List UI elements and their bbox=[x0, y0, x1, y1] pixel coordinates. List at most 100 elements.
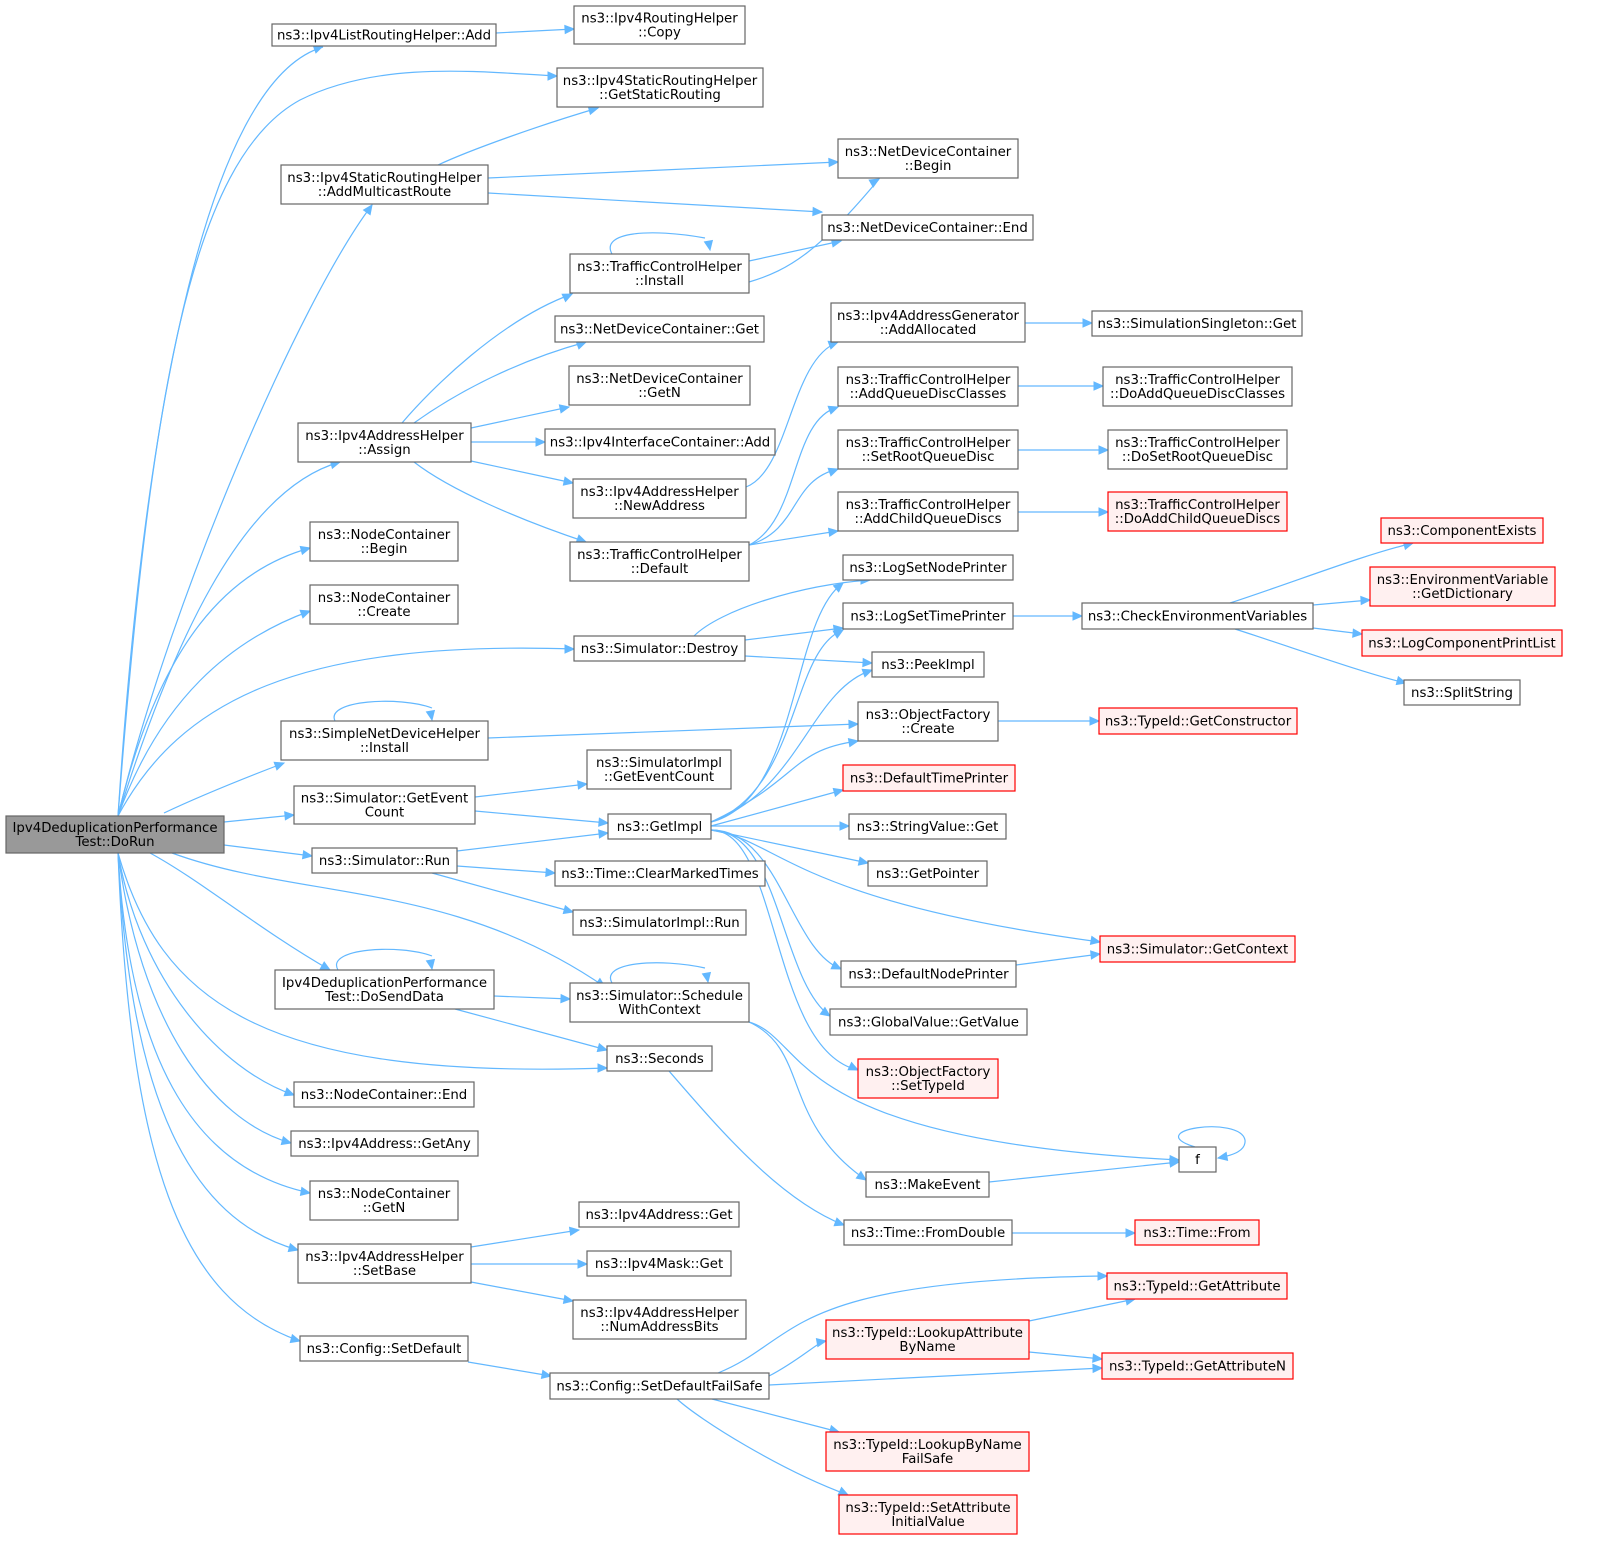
node-split-string[interactable]: ns3::SplitString bbox=[1403, 679, 1521, 706]
call-edge-line bbox=[487, 161, 839, 179]
node-mask-get[interactable]: ns3::Ipv4Mask::Get bbox=[586, 1250, 732, 1277]
node-of-settid[interactable]: ns3::ObjectFactory::SetTypeId bbox=[857, 1058, 999, 1099]
node-tid-getattrn[interactable]: ns3::TypeId::GetAttributeN bbox=[1101, 1352, 1294, 1380]
call-edge-arrowhead bbox=[577, 780, 589, 790]
node-box bbox=[549, 1372, 770, 1400]
node-label: ByName bbox=[899, 1340, 955, 1355]
node-tch-default[interactable]: ns3::TrafficControlHelper::Default bbox=[569, 541, 750, 582]
call-edge-line bbox=[1234, 628, 1407, 684]
call-edge-arrowhead bbox=[703, 239, 714, 252]
node-tid-getattr[interactable]: ns3::TypeId::GetAttribute bbox=[1106, 1272, 1288, 1300]
call-edge-arrowhead bbox=[832, 629, 845, 639]
node-gv-getval[interactable]: ns3::GlobalValue::GetValue bbox=[829, 1008, 1028, 1036]
node-sim-destroy[interactable]: ns3::Simulator::Destroy bbox=[573, 635, 746, 662]
node-label: ns3::Ipv4AddressHelper bbox=[305, 1250, 464, 1265]
node-tch-doacqd[interactable]: ns3::TrafficControlHelper::DoAddChildQue… bbox=[1107, 491, 1288, 532]
call-edge-line bbox=[454, 1008, 608, 1051]
node-f[interactable]: f bbox=[1178, 1146, 1217, 1173]
node-nc-begin[interactable]: ns3::NodeContainer::Begin bbox=[309, 521, 459, 562]
node-simimpl-run[interactable]: ns3::SimulatorImpl::Run bbox=[572, 909, 747, 936]
node-tch-srqd[interactable]: ns3::TrafficControlHelper::SetRootQueueD… bbox=[837, 429, 1019, 470]
node-peekimpl[interactable]: ns3::PeekImpl bbox=[871, 651, 985, 678]
node-srh-gsr[interactable]: ns3::Ipv4StaticRoutingHelper::GetStaticR… bbox=[556, 67, 764, 108]
node-cfg-sd[interactable]: ns3::Config::SetDefault bbox=[299, 1335, 469, 1362]
node-t-fromdouble[interactable]: ns3::Time::FromDouble bbox=[843, 1219, 1013, 1246]
call-edge-line bbox=[117, 852, 295, 1096]
node-ss-get[interactable]: ns3::SimulationSingleton::Get bbox=[1091, 310, 1303, 337]
node-ndc-end[interactable]: ns3::NetDeviceContainer::End bbox=[821, 214, 1034, 241]
node-def-tp[interactable]: ns3::DefaultTimePrinter bbox=[842, 764, 1016, 792]
node-label: ::Default bbox=[631, 562, 689, 577]
node-t-from[interactable]: ns3::Time::From bbox=[1134, 1219, 1260, 1246]
node-ah-setbase[interactable]: ns3::Ipv4AddressHelper::SetBase bbox=[297, 1243, 472, 1284]
node-env-getdict[interactable]: ns3::EnvironmentVariable::GetDictionary bbox=[1369, 566, 1556, 607]
node-lrh-add[interactable]: ns3::Ipv4ListRoutingHelper::Add bbox=[271, 23, 497, 47]
node-snd-install[interactable]: ns3::SimpleNetDeviceHelper::Install bbox=[280, 720, 489, 761]
node-ndc-get[interactable]: ns3::NetDeviceContainer::Get bbox=[554, 315, 765, 343]
node-tch-dosrqd[interactable]: ns3::TrafficControlHelper::DoSetRootQueu… bbox=[1107, 429, 1288, 470]
node-label: ns3::TypeId::LookupAttribute bbox=[832, 1326, 1023, 1341]
call-edge bbox=[470, 1281, 575, 1305]
node-of-create[interactable]: ns3::ObjectFactory::Create bbox=[857, 701, 999, 742]
node-dosend[interactable]: Ipv4DeduplicationPerformanceTest::DoSend… bbox=[274, 969, 495, 1010]
node-def-np[interactable]: ns3::DefaultNodePrinter bbox=[840, 960, 1017, 988]
node-ah-assign[interactable]: ns3::Ipv4AddressHelper::Assign bbox=[297, 422, 472, 463]
call-edge-arrowhead bbox=[827, 527, 840, 538]
node-make-event[interactable]: ns3::MakeEvent bbox=[865, 1171, 990, 1198]
node-comp-exists[interactable]: ns3::ComponentExists bbox=[1380, 517, 1544, 544]
node-getimpl[interactable]: ns3::GetImpl bbox=[607, 813, 712, 840]
node-ag-alloc[interactable]: ns3::Ipv4AddressGenerator::AddAllocated bbox=[830, 302, 1026, 343]
call-edge bbox=[487, 719, 860, 739]
node-sim-gec[interactable]: ns3::Simulator::GetEventCount bbox=[293, 785, 476, 825]
node-tch-acqd[interactable]: ns3::TrafficControlHelper::AddChildQueue… bbox=[837, 491, 1019, 532]
node-label: ns3::Time::ClearMarkedTimes bbox=[561, 867, 759, 882]
node-getptr[interactable]: ns3::GetPointer bbox=[867, 860, 988, 887]
node-tch-aqdc[interactable]: ns3::TrafficControlHelper::AddQueueDiscC… bbox=[837, 366, 1019, 407]
node-sv-get[interactable]: ns3::StringValue::Get bbox=[848, 813, 1007, 840]
node-sim-run[interactable]: ns3::Simulator::Run bbox=[311, 847, 458, 874]
node-ndc-getn[interactable]: ns3::NetDeviceContainer::GetN bbox=[568, 365, 751, 406]
node-tch-doaqdc[interactable]: ns3::TrafficControlHelper::DoAddQueueDis… bbox=[1102, 366, 1293, 407]
node-log-stp[interactable]: ns3::LogSetTimePrinter bbox=[842, 602, 1014, 630]
call-edge-line bbox=[117, 852, 608, 1070]
call-edge-line bbox=[1177, 1126, 1246, 1159]
call-edge bbox=[1018, 381, 1105, 391]
node-nc-end[interactable]: ns3::NodeContainer::End bbox=[293, 1081, 475, 1108]
node-ic-add[interactable]: ns3::Ipv4InterfaceContainer::Add bbox=[544, 428, 776, 456]
node-label: ns3::Ipv4RoutingHelper bbox=[581, 12, 738, 27]
node-label: ns3::Simulator::Destroy bbox=[581, 642, 739, 657]
node-seconds[interactable]: ns3::Seconds bbox=[606, 1045, 713, 1072]
node-a-getany[interactable]: ns3::Ipv4Address::GetAny bbox=[290, 1130, 479, 1157]
node-tid-getctor[interactable]: ns3::TypeId::GetConstructor bbox=[1098, 707, 1298, 735]
call-edge-arrowhead bbox=[299, 609, 312, 619]
node-a-get[interactable]: ns3::Ipv4Address::Get bbox=[578, 1201, 740, 1228]
node-simimpl-gec[interactable]: ns3::SimulatorImpl::GetEventCount bbox=[586, 749, 732, 790]
node-t-cmt[interactable]: ns3::Time::ClearMarkedTimes bbox=[554, 860, 766, 887]
node-log-cpl[interactable]: ns3::LogComponentPrintList bbox=[1361, 629, 1563, 657]
node-label: ns3::Simulator::GetEvent bbox=[301, 792, 468, 807]
node-rh-copy[interactable]: ns3::Ipv4RoutingHelper::Copy bbox=[573, 5, 746, 45]
node-cfg-sdfs[interactable]: ns3::Config::SetDefaultFailSafe bbox=[549, 1372, 770, 1400]
node-sim-getctx[interactable]: ns3::Simulator::GetContext bbox=[1099, 935, 1296, 963]
node-ah-newaddr[interactable]: ns3::Ipv4AddressHelper::NewAddress bbox=[572, 478, 747, 519]
call-edge-line bbox=[117, 204, 373, 817]
call-edge bbox=[1015, 950, 1102, 966]
node-label: ns3::TypeId::GetConstructor bbox=[1105, 715, 1292, 730]
node-ah-nab[interactable]: ns3::Ipv4AddressHelper::NumAddressBits bbox=[572, 1299, 747, 1340]
call-edge bbox=[717, 1271, 1109, 1374]
node-tch-install[interactable]: ns3::TrafficControlHelper::Install bbox=[569, 253, 750, 294]
node-srh-amr[interactable]: ns3::Ipv4StaticRoutingHelper::AddMultica… bbox=[280, 164, 489, 205]
node-ndc-begin[interactable]: ns3::NetDeviceContainer::Begin bbox=[837, 138, 1019, 179]
node-check-env[interactable]: ns3::CheckEnvironmentVariables bbox=[1081, 602, 1314, 630]
call-edge-line bbox=[693, 579, 871, 637]
node-nc-create[interactable]: ns3::NodeContainer::Create bbox=[309, 584, 459, 625]
call-edge-line bbox=[487, 192, 823, 213]
node-nc-getn[interactable]: ns3::NodeContainer::GetN bbox=[309, 1180, 459, 1221]
node-log-snp[interactable]: ns3::LogSetNodePrinter bbox=[842, 554, 1014, 581]
call-edge bbox=[748, 527, 840, 546]
